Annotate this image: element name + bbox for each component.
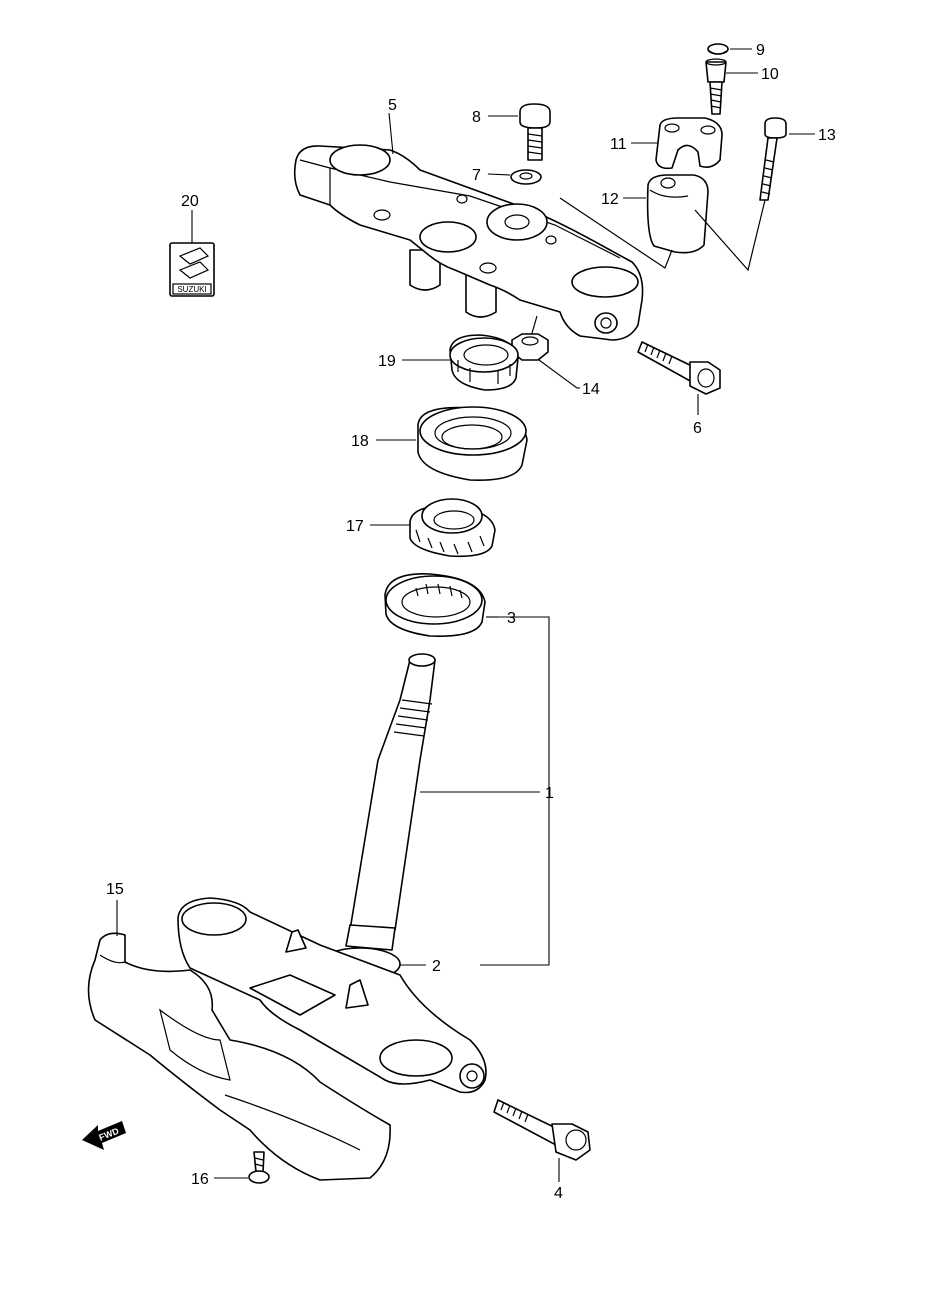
callout-19: 19 [378,353,396,370]
screw-part-16 [248,1151,270,1184]
callout-17: 17 [346,518,364,535]
callout-4: 4 [554,1185,563,1202]
callout-12: 12 [601,191,619,208]
callout-7: 7 [472,167,481,184]
assembly-guide-line [694,199,766,272]
callout-6: 6 [693,420,702,437]
callout-18: 18 [351,433,369,450]
dust-seal-part-18 [417,406,528,482]
upper-bracket-part-5 [293,144,644,341]
callout-2: 2 [432,958,441,975]
callout-15: 15 [106,881,124,898]
bearing-race-part-3 [384,573,486,638]
bolt-part-13 [759,117,787,201]
handlebar-holder-lower-part-12 [646,174,709,254]
lock-nut-part-19 [449,334,519,391]
callout-14: 14 [582,381,600,398]
bolt-part-4 [493,1099,591,1161]
callout-8: 8 [472,109,481,126]
callout-13: 13 [818,127,836,144]
emblem-text: SUZUKI [177,285,206,294]
cover-part-15 [87,932,391,1181]
bolt-part-8 [519,103,551,161]
lower-bracket-assembly [177,897,487,1094]
callout-3: 3 [507,610,516,627]
fwd-label: FWD [97,1126,120,1143]
bolt-part-10 [705,58,727,115]
handlebar-holder-upper-part-11 [655,117,723,170]
leader-lines [116,48,815,1182]
cap-part-9 [707,43,729,55]
callout-10: 10 [761,66,779,83]
callout-20: 20 [181,193,199,210]
fwd-arrow-icon: FWD [82,1121,126,1150]
bearing-part-17 [409,498,496,558]
callout-11: 11 [610,136,627,153]
assembly-guide-line [559,197,673,269]
callout-9: 9 [756,42,765,59]
washer-part-7 [510,169,542,185]
callout-1: 1 [545,785,554,802]
callout-5: 5 [388,97,397,114]
callout-16: 16 [191,1171,209,1188]
bolt-part-6 [637,341,721,395]
steering-stem-part-1 [345,653,436,951]
suzuki-emblem-part-20: SUZUKI [169,242,215,297]
callout-labels: 1 2 3 4 5 6 7 8 9 10 11 12 13 14 15 16 1… [106,42,836,1202]
